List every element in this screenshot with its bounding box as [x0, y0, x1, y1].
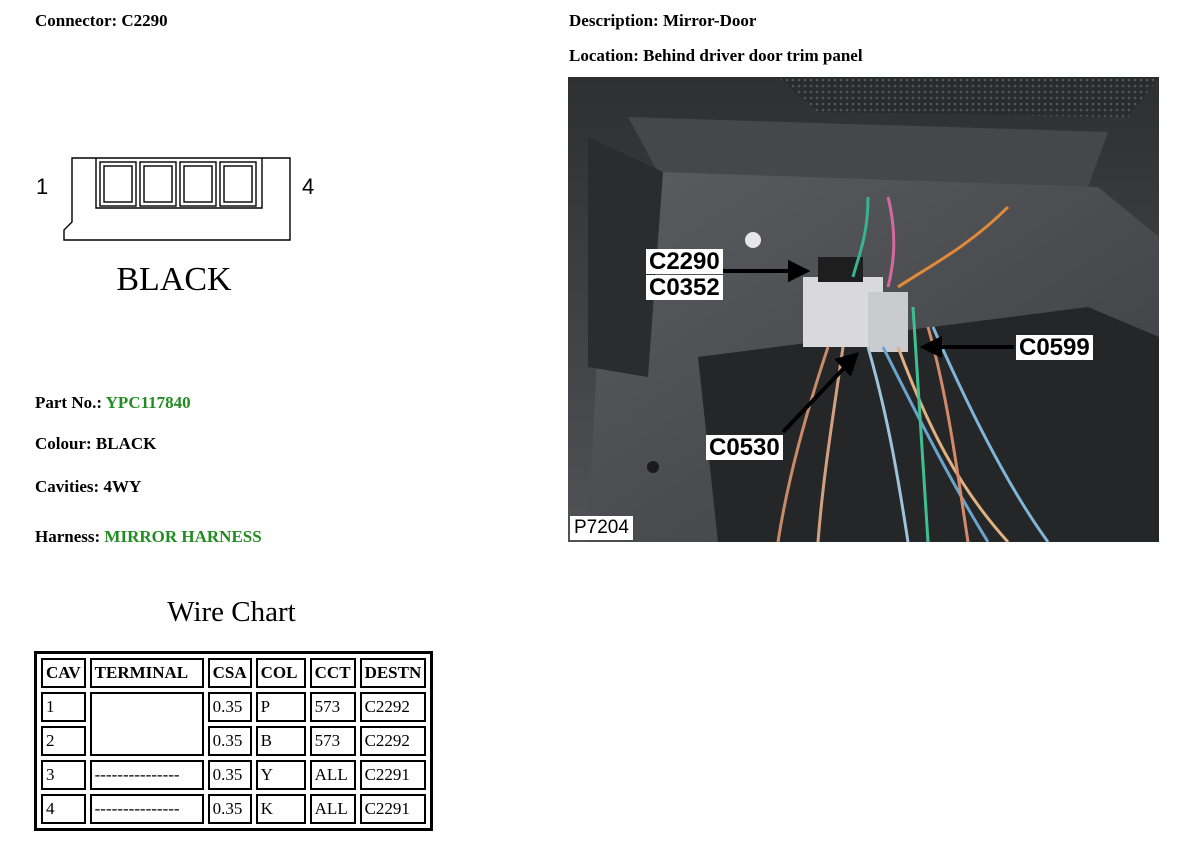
pin-number-left: 1	[36, 174, 48, 199]
part-number-value: YPC117840	[105, 393, 191, 412]
cell-destn: C2291	[359, 760, 427, 790]
cell-csa: 0.35	[207, 760, 252, 790]
location-heading: Location: Behind driver door trim panel	[569, 46, 863, 66]
part-number-line: Part No.: YPC117840	[35, 393, 191, 413]
description-value: Mirror-Door	[662, 11, 757, 30]
table-row: 1 0.35 P 573 C2292	[41, 692, 427, 756]
cell-cav: 4	[41, 794, 86, 824]
connector-label: Connector:	[35, 11, 118, 30]
cell-col: P	[255, 692, 306, 722]
connector-value: C2290	[121, 11, 168, 30]
header-cct: CCT	[309, 658, 356, 688]
harness-value: MIRROR HARNESS	[104, 527, 262, 546]
harness-line: Harness: MIRROR HARNESS	[35, 527, 262, 547]
connector-face-drawing: 1 4 BLACK	[36, 157, 314, 298]
cell-cct: ALL	[309, 760, 356, 790]
photo-illustration	[568, 77, 1159, 542]
photo-label-c0599: C0599	[1016, 335, 1093, 360]
cell-destn: C2291	[359, 794, 427, 824]
cell-cct: ALL	[309, 794, 356, 824]
photo-label-c2290: C2290	[646, 249, 723, 274]
cell-cav: 1	[41, 692, 86, 722]
cell-cav: 2	[41, 726, 86, 756]
cavities-label: Cavities:	[35, 477, 100, 496]
connector-inner-wall	[95, 158, 263, 209]
cell-destn: C2292	[359, 726, 427, 756]
header-col: COL	[255, 658, 306, 688]
wire-chart-title: Wire Chart	[167, 596, 296, 628]
photo-id-label: P7204	[570, 516, 633, 540]
photo-label-c0530: C0530	[706, 435, 783, 460]
cell-cct: 573	[309, 726, 356, 756]
table-row: 4 --------------- 0.35 K ALL C2291	[41, 794, 427, 824]
cell-csa: 0.35	[207, 726, 252, 756]
cavities-value: 4WY	[103, 477, 142, 496]
table-header-row: CAV TERMINAL CSA COL CCT DESTN	[41, 658, 427, 688]
cell-terminal: ---------------	[89, 794, 204, 824]
cell-cav: 3	[41, 760, 86, 790]
photo-label-c0352: C0352	[646, 275, 723, 300]
cell-csa: 0.35	[207, 692, 252, 722]
connector-colour-caption: BLACK	[116, 261, 232, 298]
description-label: Description:	[569, 11, 659, 30]
pin-number-right: 4	[302, 174, 314, 199]
header-destn: DESTN	[359, 658, 427, 688]
location-label: Location:	[569, 46, 639, 65]
cell-terminal	[89, 692, 204, 756]
connector-diagram: 1 4 BLACK	[30, 150, 330, 300]
cavities-line: Cavities: 4WY	[35, 477, 141, 497]
cell-col: Y	[255, 760, 306, 790]
colour-label: Colour:	[35, 434, 92, 453]
part-number-label: Part No.:	[35, 393, 103, 412]
harness-label: Harness:	[35, 527, 101, 546]
location-value: Behind driver door trim panel	[643, 46, 863, 65]
connector-location-photo: C2290 C0352 C0599 C0530 P7204	[568, 77, 1159, 542]
cell-csa: 0.35	[207, 794, 252, 824]
header-csa: CSA	[207, 658, 252, 688]
cell-terminal: ---------------	[89, 760, 204, 790]
wire-chart-table: CAV TERMINAL CSA COL CCT DESTN 1 0.35 P …	[34, 651, 434, 831]
cell-col: B	[255, 726, 306, 756]
table-row: 2 0.35 B 573 C2292	[41, 726, 427, 756]
header-terminal: TERMINAL	[89, 658, 204, 688]
colour-value: BLACK	[95, 434, 157, 453]
connector-housing-outline	[63, 157, 291, 241]
colour-line: Colour: BLACK	[35, 434, 156, 454]
table-row: 3 --------------- 0.35 Y ALL C2291	[41, 760, 427, 790]
cell-col: K	[255, 794, 306, 824]
cell-cct: 573	[309, 692, 356, 722]
cell-destn: C2292	[359, 692, 427, 722]
connector-heading: Connector: C2290	[35, 11, 168, 31]
header-cav: CAV	[41, 658, 86, 688]
description-heading: Description: Mirror-Door	[569, 11, 756, 31]
